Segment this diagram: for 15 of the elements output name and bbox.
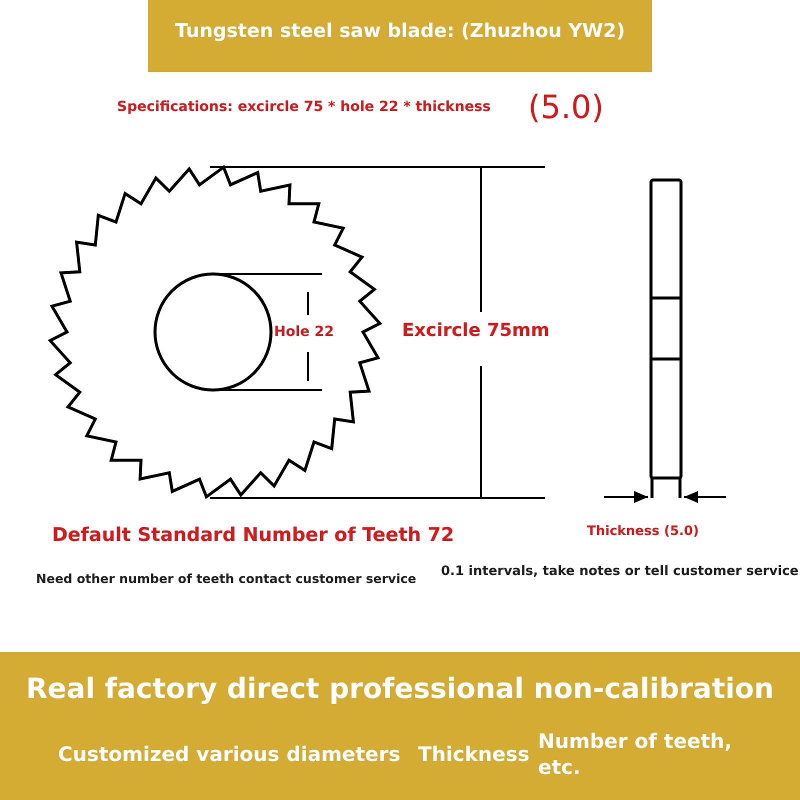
dimension-label: Thickness (5.0) xyxy=(587,524,699,539)
banner-title: Tungsten steel saw blade: (Zhuzhou YW2) xyxy=(174,20,626,42)
title-banner xyxy=(148,0,652,72)
banner-heading: Real factory direct professional non-calibration xyxy=(25,672,775,705)
feature-banner xyxy=(0,652,800,800)
note-text: Need other number of teeth contact customer service xyxy=(36,571,416,586)
dimension-label: Hole 22 xyxy=(274,324,334,340)
specification-text: Specifications: excircle 75 * hole 22 * thickness xyxy=(117,99,491,115)
thickness-value: (5.0) xyxy=(528,88,604,126)
dimension-label: Excircle 75mm xyxy=(402,320,550,341)
teeth-count-text: Default Standard Number of Teeth 72 xyxy=(52,524,454,546)
note-text: 0.1 intervals, take notes or tell customer service xyxy=(441,564,799,579)
feature-text: Number of teeth, etc. xyxy=(538,728,734,780)
feature-text: Customized various diameters xyxy=(58,742,400,766)
feature-text: Thickness xyxy=(418,742,530,766)
